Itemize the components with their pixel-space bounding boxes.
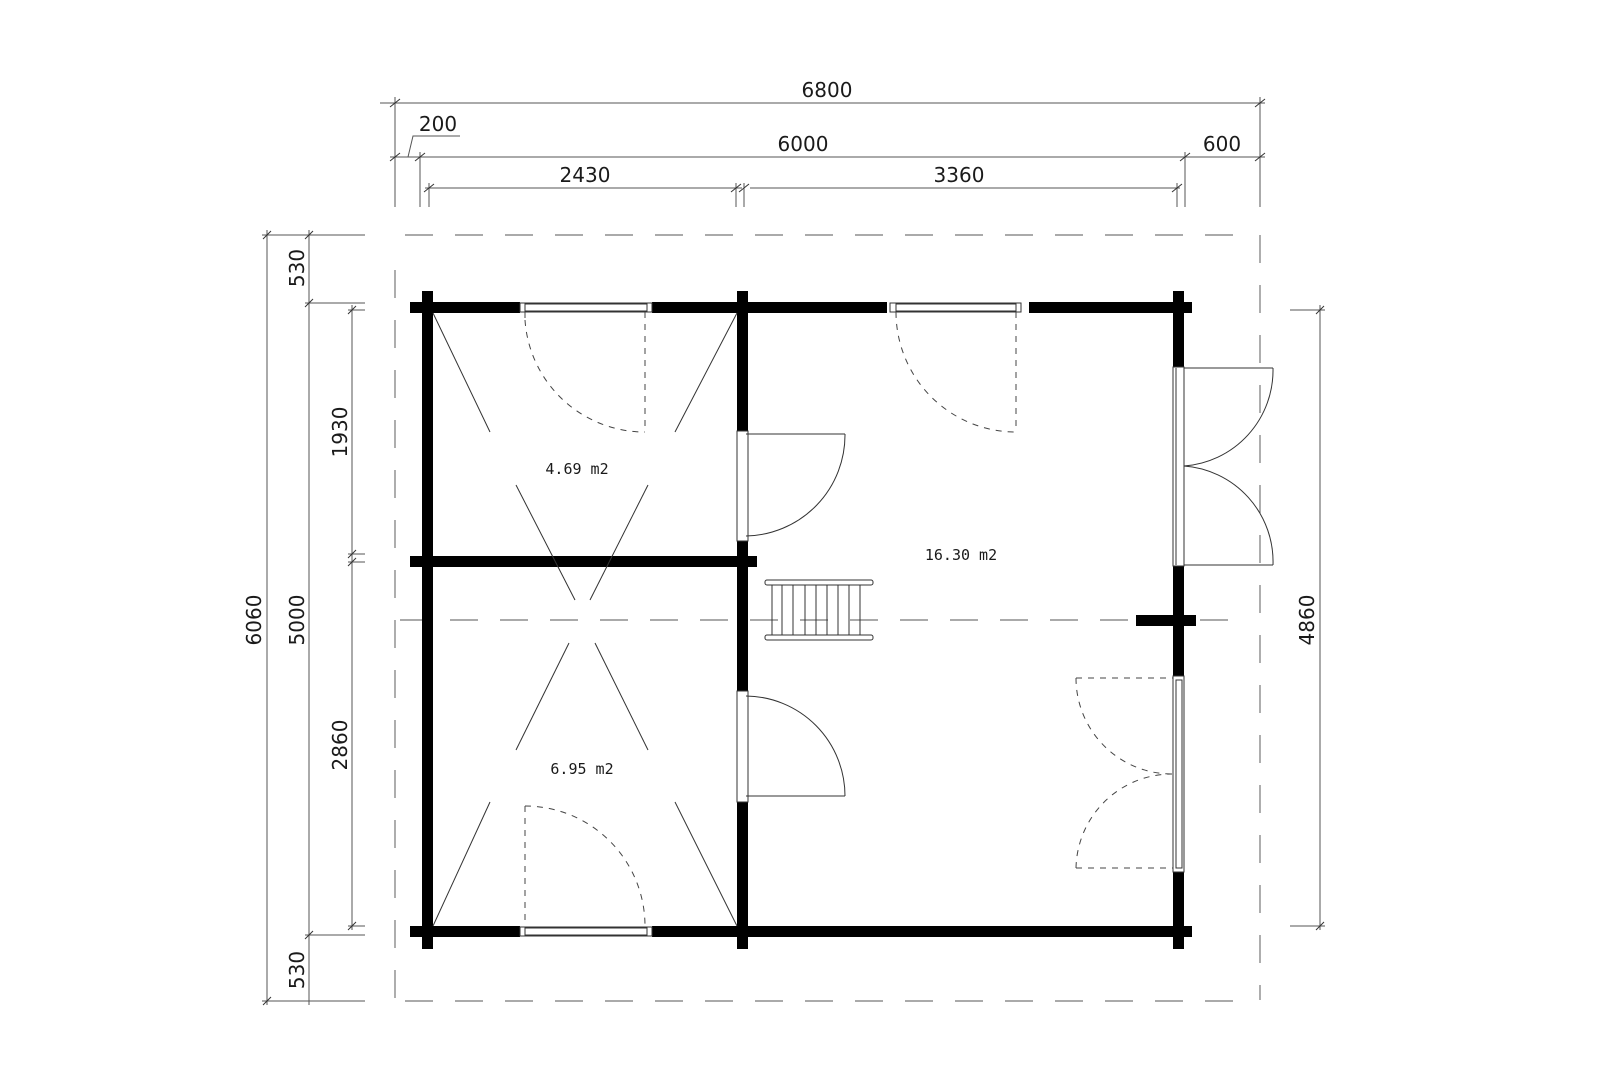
walls: [410, 291, 1196, 949]
dimension-overhang-left: 200: [419, 112, 457, 136]
left-dimensions: 6060 530 5000 530 1930 2860: [242, 230, 365, 1006]
double-entrance-door: [1172, 366, 1274, 567]
dimension-overhang-right: 600: [1203, 132, 1241, 156]
right-lower-window: [1075, 675, 1185, 873]
room-area-upper-left: 4.69 m2: [545, 460, 608, 478]
room-area-main: 16.30 m2: [925, 546, 997, 564]
dimension-overhang-bottom: 530: [285, 951, 309, 989]
roof-outline: [394, 234, 1261, 1002]
dimension-right-side: 4860: [1295, 595, 1319, 646]
dimension-room-left-width: 2430: [560, 163, 611, 187]
bottom-left-window: [519, 805, 653, 937]
dimension-room-upper-depth: 1930: [328, 407, 352, 458]
dimension-overall-depth: 6060: [242, 595, 266, 646]
dimension-room-right-width: 3360: [934, 163, 985, 187]
top-dimensions: 6800 200 6000 600 2430 3360: [380, 78, 1266, 207]
lower-interior-door: [736, 690, 846, 803]
right-dimensions: 4860: [1290, 305, 1325, 931]
top-right-window: [889, 302, 1022, 433]
dimension-overhang-top: 530: [285, 249, 309, 287]
dimension-wall-length-left: 5000: [285, 595, 309, 646]
dimension-overall-width: 6800: [802, 78, 853, 102]
upper-interior-door: [736, 430, 846, 542]
dimension-wall-length-top: 6000: [778, 132, 829, 156]
top-left-window: [519, 302, 653, 433]
loft-ladder: [764, 579, 874, 641]
roof-slope-lines: [432, 312, 738, 927]
room-area-lower-left: 6.95 m2: [550, 760, 613, 778]
dimension-room-lower-depth: 2860: [328, 720, 352, 771]
